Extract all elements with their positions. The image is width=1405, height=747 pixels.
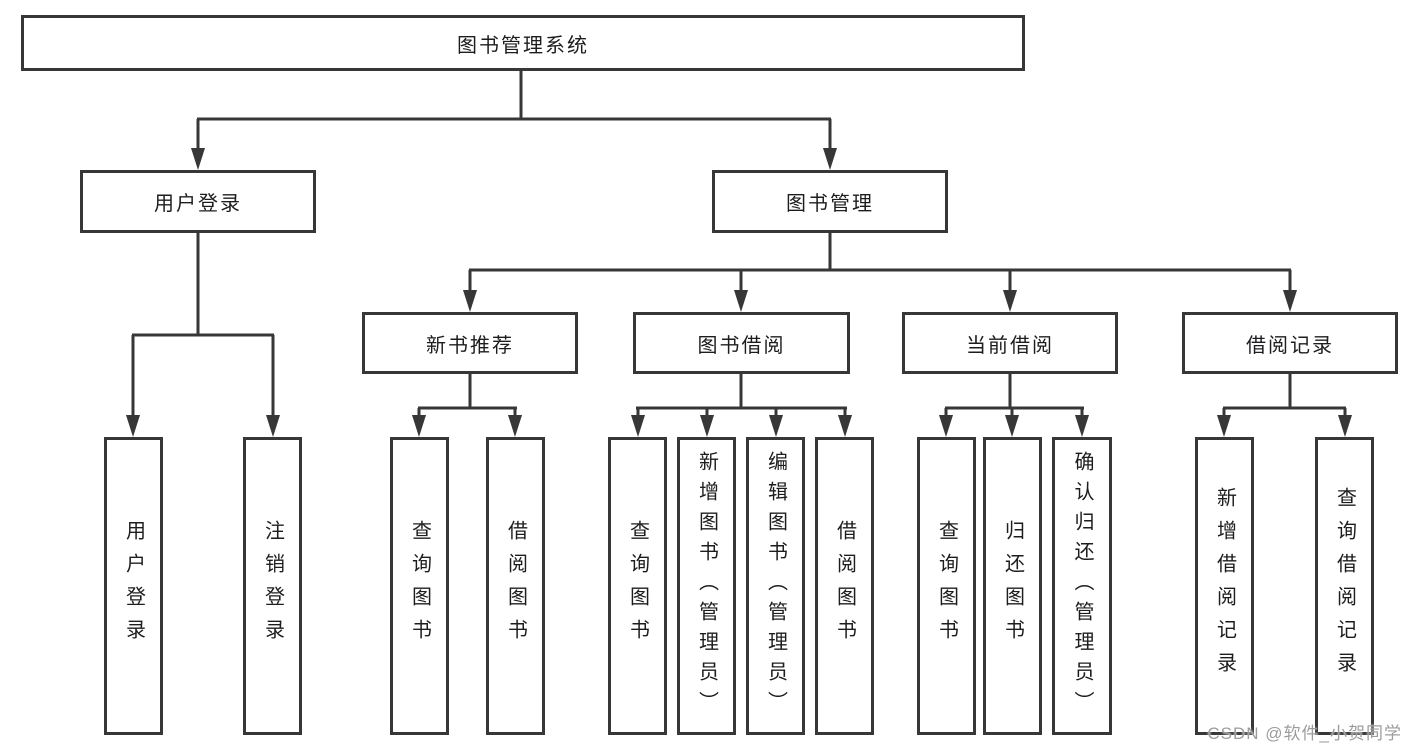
leaf-query-books-borrowing-label: 查询图书 — [626, 520, 649, 652]
node-new-book-recommend: 新书推荐 — [362, 312, 578, 374]
node-borrow-records-label: 借阅记录 — [1246, 334, 1334, 357]
leaf-add-borrow-record: 新增借阅记录 — [1195, 437, 1254, 735]
leaf-add-books-admin: 新增图书（管理员） — [677, 437, 736, 735]
leaf-query-books-recommend-label: 查询图书 — [408, 520, 431, 652]
leaf-return-books: 归还图书 — [983, 437, 1042, 735]
leaf-query-books-current: 查询图书 — [917, 437, 976, 735]
node-book-management-label: 图书管理 — [786, 193, 874, 215]
node-new-book-recommend-label: 新书推荐 — [426, 334, 514, 357]
leaf-add-books-admin-label: 新增图书（管理员） — [695, 451, 718, 721]
node-borrow-records: 借阅记录 — [1182, 312, 1398, 374]
node-root-label: 图书管理系统 — [457, 34, 589, 57]
node-user-login: 用户登录 — [80, 170, 316, 233]
leaf-query-books-recommend: 查询图书 — [390, 437, 449, 735]
leaf-borrow-books-borrowing: 借阅图书 — [815, 437, 874, 735]
node-root: 图书管理系统 — [21, 15, 1025, 71]
leaf-logout-label: 注销登录 — [261, 520, 284, 652]
leaf-user-login-label: 用户登录 — [122, 520, 145, 652]
leaf-add-borrow-record-label: 新增借阅记录 — [1213, 487, 1236, 685]
node-book-borrowing-label: 图书借阅 — [697, 334, 786, 357]
leaf-logout: 注销登录 — [243, 437, 302, 735]
node-book-borrowing: 图书借阅 — [633, 312, 850, 374]
leaf-user-login: 用户登录 — [104, 437, 163, 735]
leaf-confirm-return-admin-label: 确认归还（管理员） — [1071, 451, 1093, 721]
leaf-borrow-books-recommend: 借阅图书 — [486, 437, 545, 735]
leaf-query-borrow-record: 查询借阅记录 — [1315, 437, 1374, 735]
leaf-borrow-books-borrowing-label: 借阅图书 — [833, 520, 856, 652]
csdn-watermark: CSDN @软件_小贺同学 — [1207, 724, 1402, 743]
leaf-edit-books-admin: 编辑图书（管理员） — [746, 437, 805, 735]
leaf-borrow-books-recommend-label: 借阅图书 — [504, 520, 527, 652]
leaf-return-books-label: 归还图书 — [1001, 520, 1024, 652]
node-current-borrowing: 当前借阅 — [902, 312, 1118, 374]
node-user-login-label: 用户登录 — [154, 193, 242, 215]
node-current-borrowing-label: 当前借阅 — [966, 334, 1054, 357]
leaf-query-books-borrowing: 查询图书 — [608, 437, 667, 735]
leaf-confirm-return-admin: 确认归还（管理员） — [1052, 437, 1112, 735]
leaf-query-books-current-label: 查询图书 — [935, 520, 958, 652]
leaf-query-borrow-record-label: 查询借阅记录 — [1333, 487, 1356, 685]
node-book-management: 图书管理 — [712, 170, 948, 233]
leaf-edit-books-admin-label: 编辑图书（管理员） — [764, 451, 787, 721]
